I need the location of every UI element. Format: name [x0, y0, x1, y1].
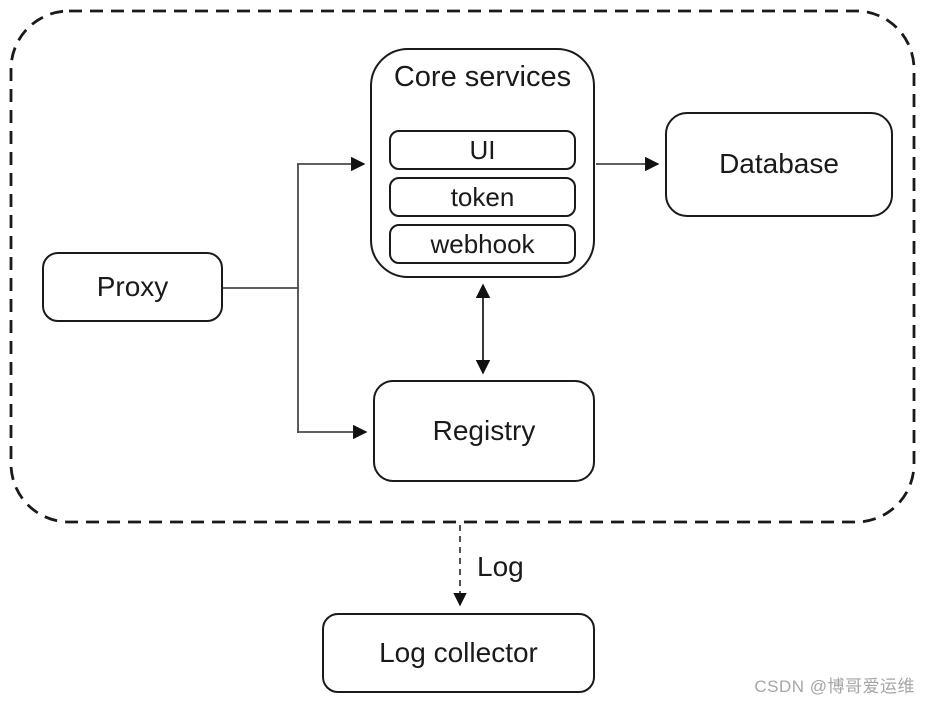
node-token-label: token [450, 181, 515, 212]
node-database: Database [665, 112, 893, 217]
node-token: token [389, 177, 576, 217]
node-ui-label: UI [469, 134, 496, 165]
node-ui: UI [389, 130, 576, 170]
log-edge-label: Log [477, 551, 524, 582]
node-registry-label: Registry [432, 414, 536, 446]
node-log-collector: Log collector [322, 613, 595, 693]
node-proxy-label: Proxy [96, 270, 169, 302]
node-proxy: Proxy [42, 252, 223, 322]
csdn-watermark: CSDN @博哥爱运维 [754, 677, 915, 696]
node-log-collector-label: Log collector [379, 636, 538, 668]
node-core-services: Core services UI token webhook [370, 48, 595, 278]
node-webhook: webhook [389, 224, 576, 264]
core-services-sub-list: UI token webhook [389, 130, 576, 264]
node-database-label: Database [719, 148, 839, 180]
node-core-services-title: Core services [393, 61, 572, 93]
node-webhook-label: webhook [430, 228, 535, 259]
node-registry: Registry [373, 380, 595, 482]
